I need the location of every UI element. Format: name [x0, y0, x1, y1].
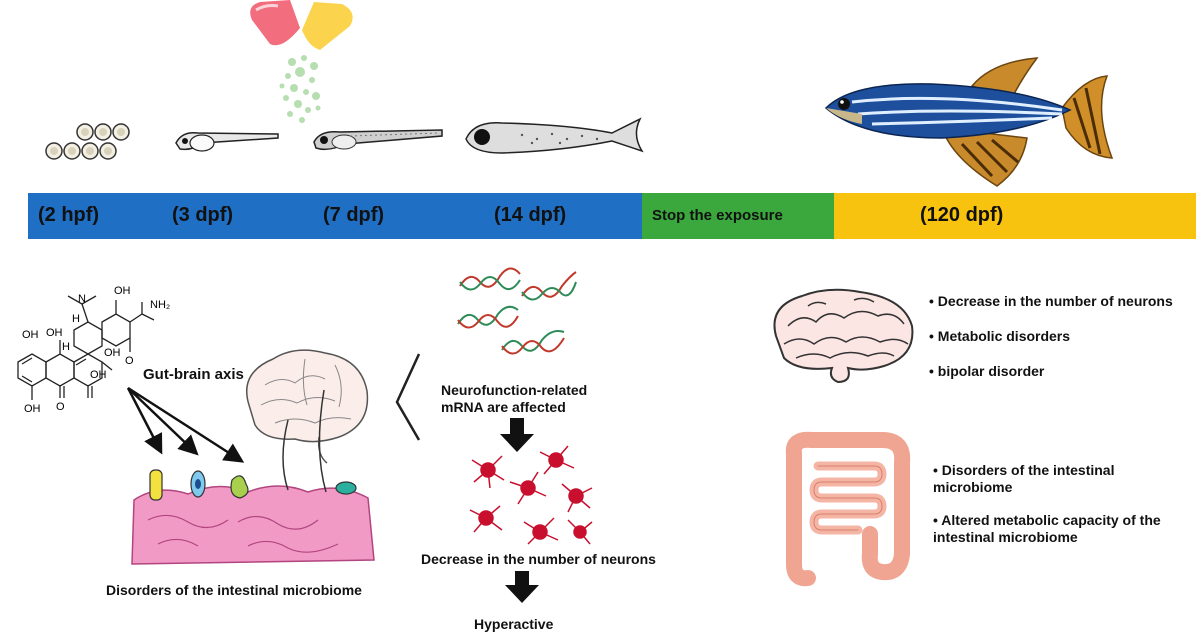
hyperactive-label: Hyperactive — [474, 616, 554, 632]
gut-microbiome-illustration — [131, 389, 375, 565]
gut-effects-list: • Disorders of the intestinal microbiome… — [933, 462, 1195, 546]
molecule-label-oh3: OH — [46, 327, 63, 339]
brain-effect-item: • Decrease in the number of neurons — [929, 293, 1173, 309]
adult-zebrafish-icon — [824, 57, 1114, 187]
molecule-label-o2: O — [56, 401, 65, 413]
down-arrow-2-icon — [505, 571, 539, 603]
molecule-label-oh5: OH — [90, 369, 107, 381]
down-arrow-1-icon — [500, 418, 534, 452]
molecule-label-n: N — [78, 293, 86, 305]
bracket-connector — [395, 353, 421, 441]
neurons-cluster-icon — [469, 445, 593, 545]
timeline-yellow-segment — [834, 193, 1196, 239]
timeline-label-stop-exposure: Stop the exposure — [652, 207, 783, 224]
zebrafish-eggs-icon — [45, 123, 130, 160]
brain-illustration-right — [773, 288, 914, 384]
larva-7dpf-icon — [313, 129, 443, 151]
molecule-label-oh4: OH — [104, 347, 121, 359]
tetracycline-structure-icon: OH NH₂ O N OH OH OH H H OH O OH — [17, 285, 170, 415]
timeline-label-14dpf: (14 dpf) — [494, 204, 567, 226]
timeline-blue-segment — [28, 193, 642, 239]
intestine-illustration — [785, 431, 911, 587]
gut-effect-item: • Altered metabolic capacity of the inte… — [933, 512, 1161, 545]
gut-effect-item: • Disorders of the intestinal microbiome — [933, 462, 1115, 495]
brain-effect-item: • bipolar disorder — [929, 363, 1045, 379]
microbiome-caption: Disorders of the intestinal microbiome — [106, 582, 362, 598]
brain-illustration-left — [245, 349, 369, 464]
molecule-label-h2: H — [72, 313, 80, 325]
timeline-green-segment — [642, 193, 834, 239]
mrna-strands-icon — [457, 267, 577, 355]
molecule-label-h1: H — [62, 341, 70, 353]
gut-brain-axis-label: Gut-brain axis — [143, 366, 244, 383]
brain-effect-item: • Metabolic disorders — [929, 328, 1071, 344]
molecule-label-oh2: OH — [22, 329, 39, 341]
timeline-label-7dpf: (7 dpf) — [323, 204, 385, 226]
gut-brain-arrows — [126, 386, 245, 463]
neurons-decrease-label: Decrease in the number of neurons — [421, 551, 656, 567]
mrna-label-line1: Neurofunction-related — [441, 382, 588, 398]
mrna-label-line2: mRNA are affected — [441, 399, 566, 415]
larva-3dpf-icon — [175, 131, 279, 152]
molecule-label-oh6: OH — [24, 403, 41, 415]
timeline-label-2hpf: (2 hpf) — [38, 204, 100, 226]
timeline-label-120dpf: (120 dpf) — [920, 204, 1004, 226]
larva-14dpf-icon — [465, 117, 644, 154]
antibiotic-capsule-icon — [250, 0, 353, 123]
timeline-label-3dpf: (3 dpf) — [172, 204, 234, 226]
molecule-label-oh1: OH — [114, 285, 131, 297]
brain-effects-list: • Decrease in the number of neurons • Me… — [929, 293, 1173, 380]
molecule-label-o1: O — [125, 355, 134, 367]
molecule-label-nh2: NH₂ — [150, 299, 170, 311]
